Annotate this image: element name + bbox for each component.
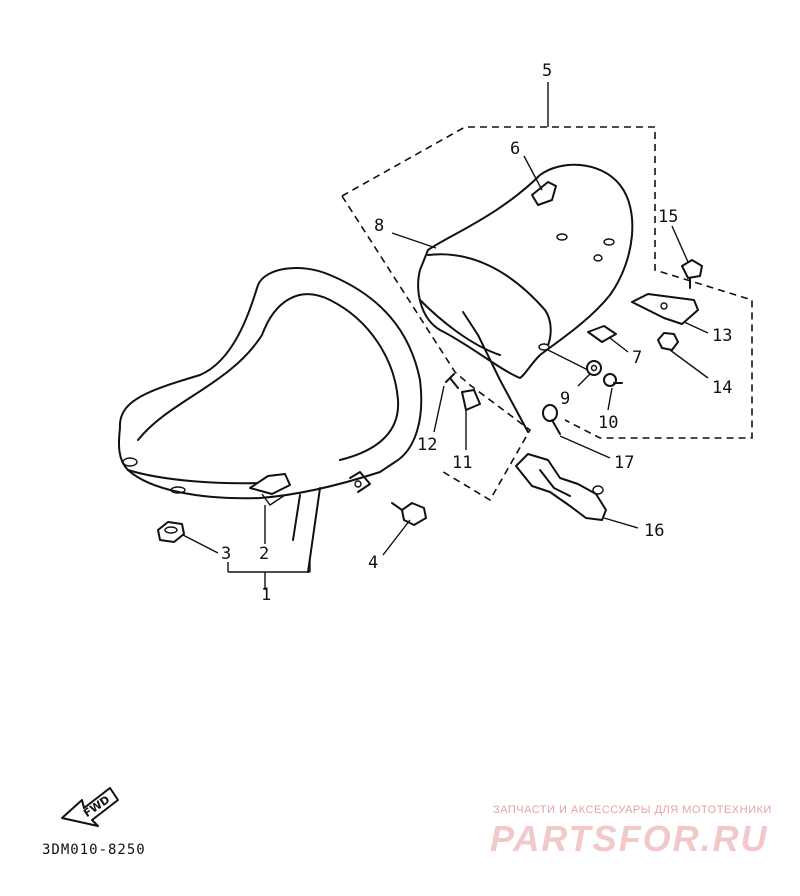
washer-9: [586, 360, 602, 376]
callout-9: 9: [560, 389, 570, 409]
fwd-arrow-icon: FWD: [61, 787, 119, 827]
bolt-15: [681, 259, 703, 289]
leader-lines: [182, 155, 709, 590]
bolt-4: [391, 502, 427, 526]
callout-14: 14: [712, 378, 732, 398]
assembly-5-boundary: [341, 126, 753, 502]
callout-17: 17: [614, 453, 634, 473]
rider-seat: [118, 267, 423, 573]
screw-10: [603, 373, 623, 387]
bracket-13: [631, 293, 699, 325]
clip-11: [461, 389, 481, 411]
callout-10: 10: [598, 413, 618, 433]
pin-12: [445, 373, 459, 389]
callout-13: 13: [712, 326, 732, 346]
callout-4: 4: [368, 553, 378, 573]
watermark-logo: PARTSFOR.RU: [490, 818, 769, 859]
diagram-code: 3DM010-8250: [42, 842, 146, 858]
callout-11: 11: [452, 453, 472, 473]
hinge-16: [515, 453, 607, 521]
callout-3: 3: [221, 544, 231, 564]
callout-5: 5: [542, 61, 552, 81]
callout-8: 8: [374, 216, 384, 236]
callout-16: 16: [644, 521, 664, 541]
callout-12: 12: [417, 435, 437, 455]
callout-1: 1: [261, 585, 271, 605]
nut-14: [657, 332, 679, 351]
bolt-17: [542, 404, 561, 435]
nut-3: [157, 521, 185, 543]
clip-7: [587, 325, 617, 343]
passenger-seat: [417, 163, 634, 433]
watermark-tagline: ЗАПЧАСТИ И АКСЕССУАРЫ ДЛЯ МОТОТЕХНИКИ: [493, 804, 772, 816]
callout-6: 6: [510, 139, 520, 159]
callout-2: 2: [259, 544, 269, 564]
callout-7: 7: [632, 348, 642, 368]
callout-15: 15: [658, 207, 678, 227]
